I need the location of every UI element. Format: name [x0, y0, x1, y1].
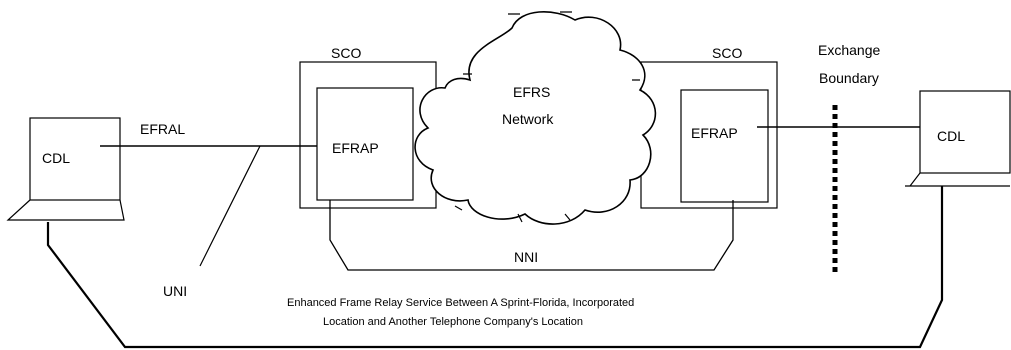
caption-line-2: Location and Another Telephone Company's… — [323, 316, 583, 328]
caption-line-1: Enhanced Frame Relay Service Between A S… — [287, 297, 634, 309]
uni-pointer — [199, 145, 261, 267]
nni-link — [329, 200, 734, 271]
cdl-left-base — [6, 199, 125, 221]
cdl-to-cdl-path — [46, 186, 944, 349]
efral-label: EFRAL — [140, 121, 185, 137]
efrap-right-label: EFRAP — [691, 125, 738, 141]
efrap-left-box — [316, 87, 414, 201]
network-label: Network — [502, 111, 554, 127]
cdl-right-label: CDL — [937, 128, 965, 144]
sco-left-box — [299, 61, 437, 209]
efrap-left-label: EFRAP — [332, 140, 379, 156]
cdl-right-base — [905, 172, 1010, 187]
efrs-cloud — [414, 11, 657, 225]
exchange-boundary-label-2: Boundary — [819, 70, 879, 86]
cloud-edge-marks — [454, 11, 640, 223]
efrap-right-box — [680, 89, 769, 203]
exchange-boundary-label-1: Exchange — [818, 42, 880, 58]
efrs-label: EFRS — [513, 84, 550, 100]
cdl-left-monitor — [29, 117, 121, 201]
sco-left-label: SCO — [331, 45, 361, 61]
cdl-left-label: CDL — [42, 150, 70, 166]
sco-right-label: SCO — [712, 45, 742, 61]
nni-label: NNI — [514, 249, 538, 265]
cdl-right-monitor — [919, 90, 1011, 174]
uni-label: UNI — [163, 283, 187, 299]
